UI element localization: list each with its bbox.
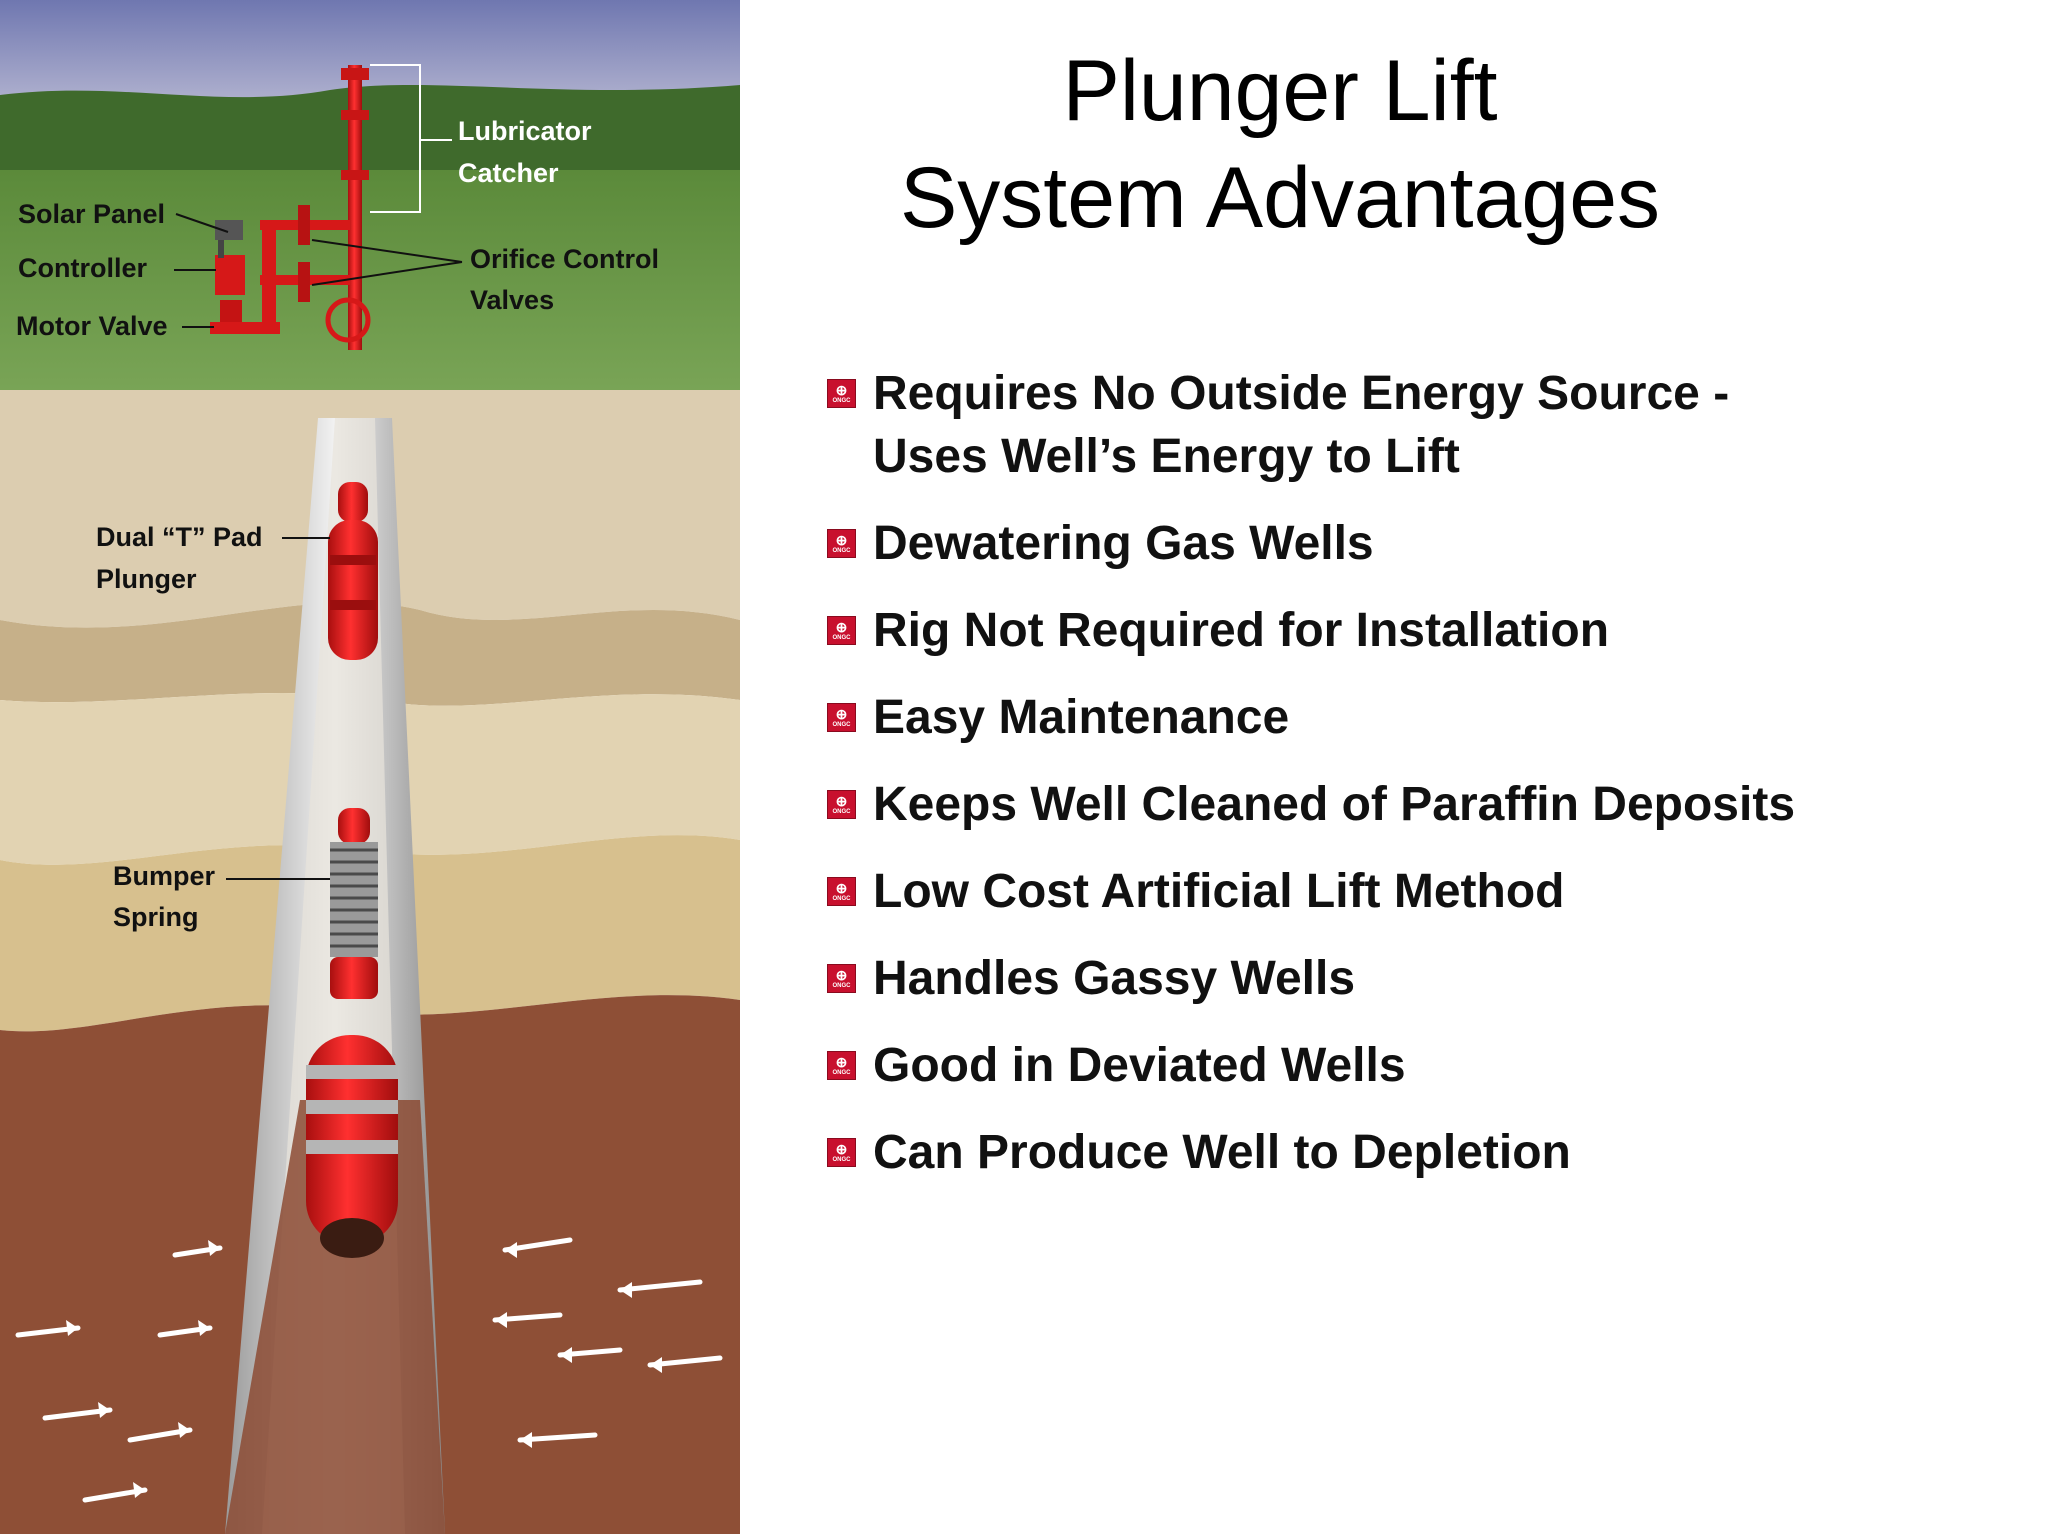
title-line-2: System Advantages xyxy=(899,150,1661,246)
label-orifice-control: Orifice Control xyxy=(470,244,660,274)
lubricator-bracket xyxy=(370,64,421,213)
bullet-text: Can Produce Well to Depletion xyxy=(873,1126,1571,1179)
list-item: ⊕ONGC Low Cost Artificial Lift Method xyxy=(827,860,2007,923)
bullet-text: Keeps Well Cleaned of Paraffin Deposits xyxy=(873,778,1796,831)
list-item: ⊕ONGC Handles Gassy Wells xyxy=(827,947,2007,1010)
label-bumper: Bumper xyxy=(113,861,216,891)
bumper-spring xyxy=(330,808,378,999)
label-solar-panel: Solar Panel xyxy=(18,199,166,229)
dual-t-pad-plunger xyxy=(328,482,378,660)
well-illustration xyxy=(0,0,740,1534)
leader-lines xyxy=(174,213,463,880)
ongc-logo-icon: ⊕ONGC xyxy=(827,379,856,408)
title-line-1: Plunger Lift xyxy=(1062,43,1498,139)
list-item: ⊕ONGC Rig Not Required for Installation xyxy=(827,599,2007,662)
arrowheads xyxy=(66,1240,662,1498)
bullet-text: Dewatering Gas Wells xyxy=(873,517,1374,570)
controller-box xyxy=(215,255,245,295)
ongc-logo-icon: ⊕ONGC xyxy=(827,703,856,732)
label-dual-t-pad: Dual “T” Pad xyxy=(96,522,263,552)
advantages-list: ⊕ONGC Requires No Outside Energy Source … xyxy=(827,362,2007,1208)
list-item: ⊕ONGC Keeps Well Cleaned of Paraffin Dep… xyxy=(827,773,2007,836)
label-plunger: Plunger xyxy=(96,564,197,594)
label-lubricator: Lubricator xyxy=(458,116,592,146)
list-item: ⊕ONGC Easy Maintenance xyxy=(827,686,2007,749)
label-spring: Spring xyxy=(113,902,199,932)
bullet-text: Easy Maintenance xyxy=(873,691,1290,744)
plunger-lift-diagram: Lubricator Catcher Solar Panel Controlle… xyxy=(0,0,740,1534)
grass-field xyxy=(0,170,740,390)
solar-panel-box xyxy=(215,220,243,240)
ongc-logo-icon: ⊕ONGC xyxy=(827,1138,856,1167)
list-item: ⊕ONGC Good in Deviated Wells xyxy=(827,1034,2007,1097)
ongc-logo-icon: ⊕ONGC xyxy=(827,529,856,558)
ongc-logo-icon: ⊕ONGC xyxy=(827,616,856,645)
list-item: ⊕ONGC Can Produce Well to Depletion xyxy=(827,1121,2007,1184)
ongc-logo-icon: ⊕ONGC xyxy=(827,790,856,819)
list-item: ⊕ONGC Requires No Outside Energy Source … xyxy=(827,362,2007,488)
bullet-text: Rig Not Required for Installation xyxy=(873,604,1610,657)
bullet-text: Handles Gassy Wells xyxy=(873,952,1356,1005)
ongc-logo-icon: ⊕ONGC xyxy=(827,1051,856,1080)
bullet-text-continued: Uses Well’s Energy to Lift xyxy=(873,430,1460,483)
tree-line xyxy=(0,85,740,190)
label-catcher: Catcher xyxy=(458,158,559,188)
bullet-text: Low Cost Artificial Lift Method xyxy=(873,865,1565,918)
label-controller: Controller xyxy=(18,253,148,283)
ongc-logo-icon: ⊕ONGC xyxy=(827,877,856,906)
ongc-logo-icon: ⊕ONGC xyxy=(827,964,856,993)
bullet-text: Good in Deviated Wells xyxy=(873,1039,1406,1092)
label-motor-valve: Motor Valve xyxy=(16,311,168,341)
lower-plunger xyxy=(306,1035,398,1258)
label-valves: Valves xyxy=(470,285,555,315)
bullet-text: Requires No Outside Energy Source - xyxy=(873,367,1730,420)
slide-title: Plunger Lift System Advantages xyxy=(780,38,1780,252)
list-item: ⊕ONGC Dewatering Gas Wells xyxy=(827,512,2007,575)
